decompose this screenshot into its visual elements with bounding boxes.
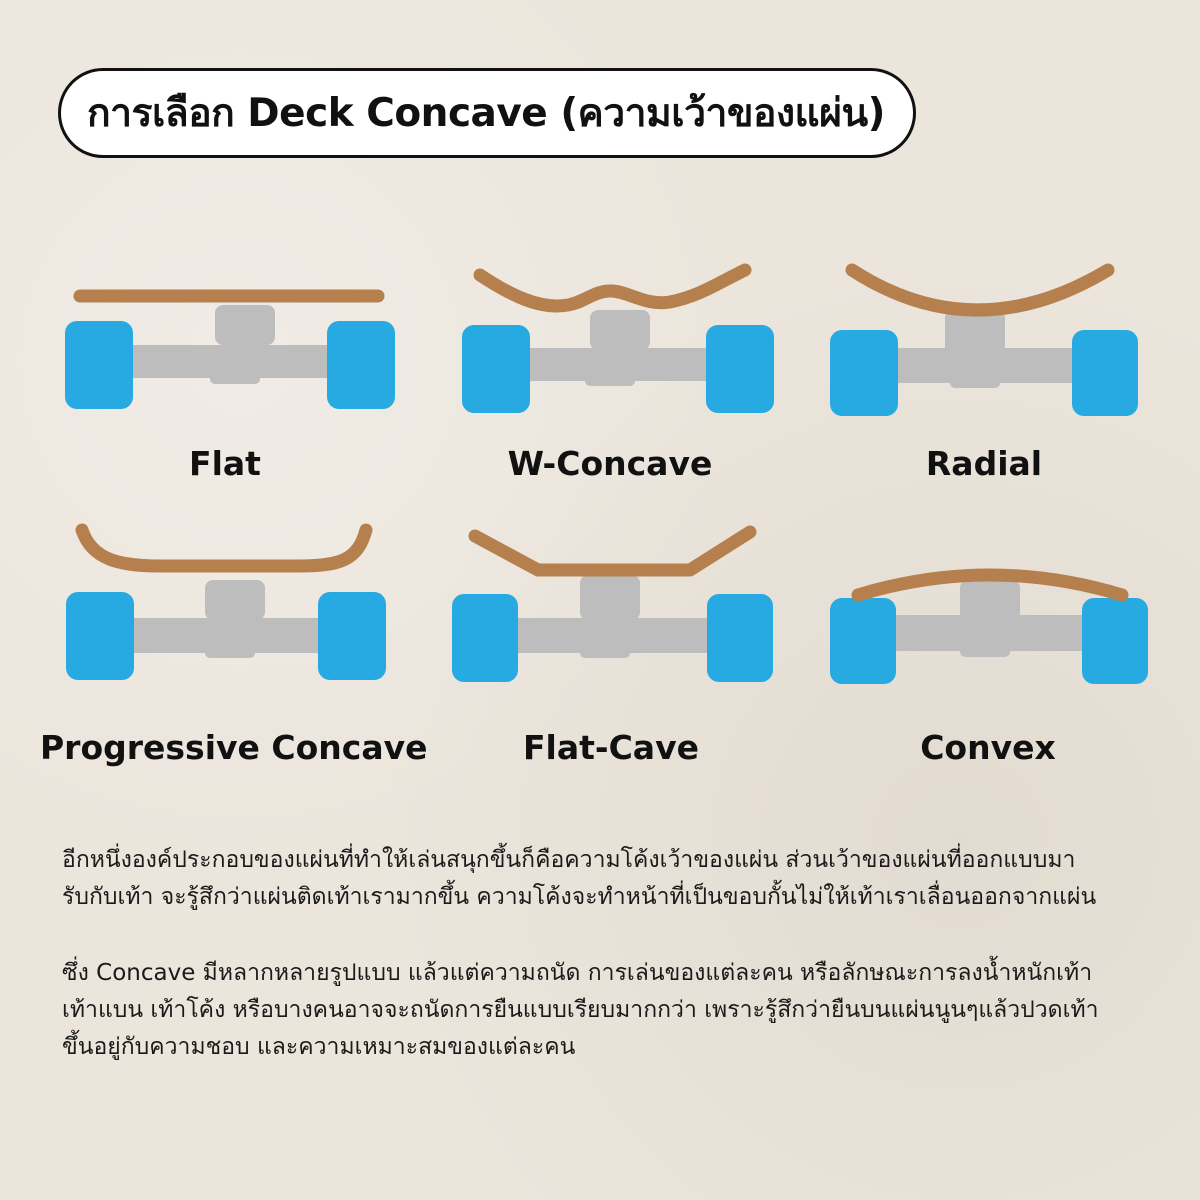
page-title-text: การเลือก Deck Concave (ความเว้าของแผ่น) <box>87 91 885 136</box>
deck-label-convex: Convex <box>920 728 1056 767</box>
page-title: การเลือก Deck Concave (ความเว้าของแผ่น) <box>58 68 916 158</box>
deck-label-flat: Flat <box>189 444 261 483</box>
truck <box>505 310 725 386</box>
deck-illustration-convex <box>830 568 1148 684</box>
paragraph-line: ซึ่ง Concave มีหลากหลายรูปแบบ แล้วแต่ควา… <box>62 960 1093 986</box>
description-paragraph-2: ซึ่ง Concave มีหลากหลายรูปแบบ แล้วแต่ควา… <box>62 955 1152 1066</box>
deck-illustration-radial <box>830 263 1138 416</box>
deck-label-w-concave: W-Concave <box>507 444 713 483</box>
deck-label-progressive-concave: Progressive Concave <box>40 728 428 767</box>
wheel-right <box>327 321 395 409</box>
wheel-left <box>462 325 530 413</box>
truck <box>120 580 340 658</box>
deck-illustration-w-concave <box>462 263 774 413</box>
truck <box>885 580 1105 657</box>
wheel-left <box>452 594 518 682</box>
deck-label-radial: Radial <box>925 444 1043 483</box>
deck-illustration-progressive-concave <box>66 523 386 680</box>
wheel-left <box>66 592 134 680</box>
truck <box>885 310 1095 388</box>
truck <box>122 305 342 384</box>
deck-board <box>845 263 1115 317</box>
wheel-right <box>707 594 773 682</box>
wheel-left <box>65 321 133 409</box>
wheel-left <box>830 330 898 416</box>
wheel-right <box>1082 598 1148 684</box>
deck-board <box>75 523 373 573</box>
paragraph-line: ขึ้นอยู่กับความชอบ และความเหมาะสมของแต่ล… <box>62 1034 576 1060</box>
paragraph-line: รับกับเท้า จะรู้สึกว่าแผ่นติดเท้าเรามากข… <box>62 884 1097 910</box>
paragraph-line: อีกหนึ่งองค์ประกอบของแผ่นที่ทำให้เล่นสนุ… <box>62 847 1076 873</box>
deck-illustration-flat-cave <box>452 525 773 682</box>
deck-board <box>468 525 757 577</box>
deck-board <box>473 263 752 313</box>
wheel-right <box>318 592 386 680</box>
deck-label-flat-cave: Flat-Cave <box>523 728 699 767</box>
deck-illustration-flat <box>65 289 395 409</box>
truck <box>495 575 725 658</box>
wheel-left <box>830 598 896 684</box>
paragraph-line: เท้าแบน เท้าโค้ง หรือบางคนอาจจะถนัดการยื… <box>62 997 1099 1023</box>
description-paragraph-1: อีกหนึ่งองค์ประกอบของแผ่นที่ทำให้เล่นสนุ… <box>62 842 1152 916</box>
wheel-right <box>1072 330 1138 416</box>
wheel-right <box>706 325 774 413</box>
deck-board <box>851 568 1129 602</box>
